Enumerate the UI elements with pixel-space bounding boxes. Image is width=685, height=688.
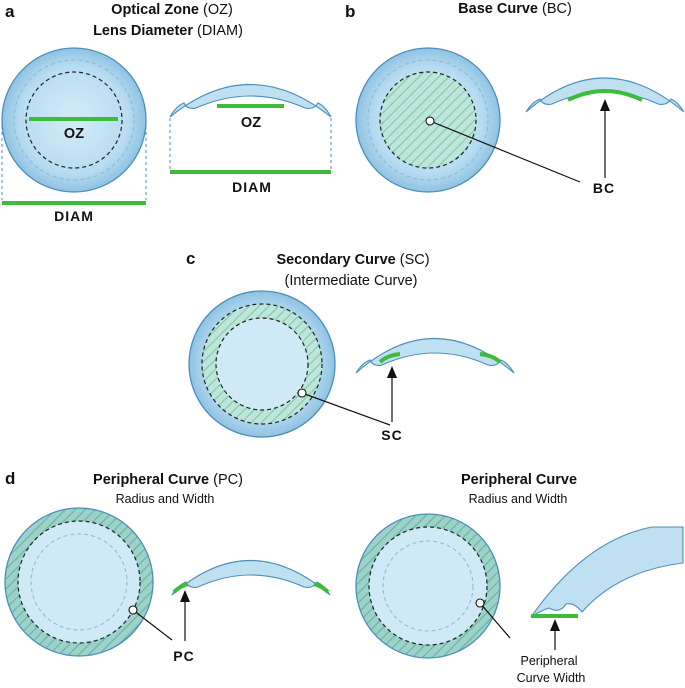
panel-c-subtitle: (Intermediate Curve) — [285, 273, 418, 289]
panel-d: d Peripheral Curve (PC) Radius and Width… — [4, 469, 684, 685]
diam-section-label: DIAM — [232, 179, 272, 195]
pc-section-left — [172, 582, 189, 594]
panel-b-lens-front — [355, 47, 581, 193]
panel-d-right-lens-section — [530, 526, 684, 650]
sc-section-right — [479, 352, 502, 364]
panel-c-title: Secondary Curve (SC) — [276, 252, 429, 268]
panel-d-left-subtitle: Radius and Width — [116, 492, 215, 506]
panel-c-title-rest: (SC) — [396, 252, 430, 268]
panel-b-title: Base Curve (BC) — [458, 1, 572, 17]
panel-b: b Base Curve (BC) BC — [345, 1, 685, 196]
pc-width-label-line1: Peripheral — [521, 654, 578, 668]
panel-d-left-lens-front — [4, 507, 173, 657]
bc-label: BC — [593, 180, 615, 196]
panel-d-left-title: Peripheral Curve (PC) — [93, 472, 243, 488]
panel-a-title1-rest: (OZ) — [199, 2, 233, 18]
bc-section-arc — [567, 89, 643, 102]
panel-a-title1: Optical Zone (OZ) — [111, 2, 233, 18]
oz-section-label: OZ — [241, 115, 261, 131]
panel-c-lens-front — [188, 290, 391, 438]
sc-section-left — [378, 352, 401, 364]
panel-c-letter: c — [186, 249, 195, 268]
pc-section-right — [313, 582, 330, 594]
panel-b-title-bold: Base Curve — [458, 1, 538, 17]
panel-a-title2: Lens Diameter (DIAM) — [93, 23, 243, 39]
panel-d-letter: d — [5, 469, 15, 488]
panel-a: a Optical Zone (OZ) Lens Diameter (DIAM)… — [1, 2, 332, 224]
panel-c-lens-section — [355, 337, 515, 422]
panel-a-title2-rest: (DIAM) — [193, 23, 243, 39]
panel-c: c Secondary Curve (SC) (Intermediate Cur… — [186, 249, 515, 443]
panel-a-lens-section: OZ DIAM — [169, 83, 332, 195]
sc-label: SC — [381, 427, 402, 443]
panel-b-letter: b — [345, 2, 355, 21]
panel-d-left-title-bold: Peripheral Curve — [93, 472, 209, 488]
panel-a-title2-bold: Lens Diameter — [93, 23, 193, 39]
panel-a-lens-front: OZ DIAM — [1, 47, 147, 224]
panel-d-left-lens-section — [171, 559, 331, 641]
diam-front-label: DIAM — [54, 208, 94, 224]
panel-c-title-bold: Secondary Curve — [276, 252, 395, 268]
panel-b-lens-section — [525, 77, 685, 178]
panel-d-right-lens-front — [355, 513, 511, 659]
panel-d-left-title-rest: (PC) — [209, 472, 243, 488]
panel-d-right-subtitle: Radius and Width — [469, 492, 568, 506]
panel-b-title-rest: (BC) — [538, 1, 572, 17]
pc-width-label-line2: Curve Width — [517, 671, 586, 685]
pc-label: PC — [173, 648, 194, 664]
panel-a-letter: a — [5, 2, 15, 21]
panel-d-right-title: Peripheral Curve — [461, 472, 577, 488]
oz-front-label: OZ — [64, 126, 84, 142]
panel-a-title1-bold: Optical Zone — [111, 2, 199, 18]
